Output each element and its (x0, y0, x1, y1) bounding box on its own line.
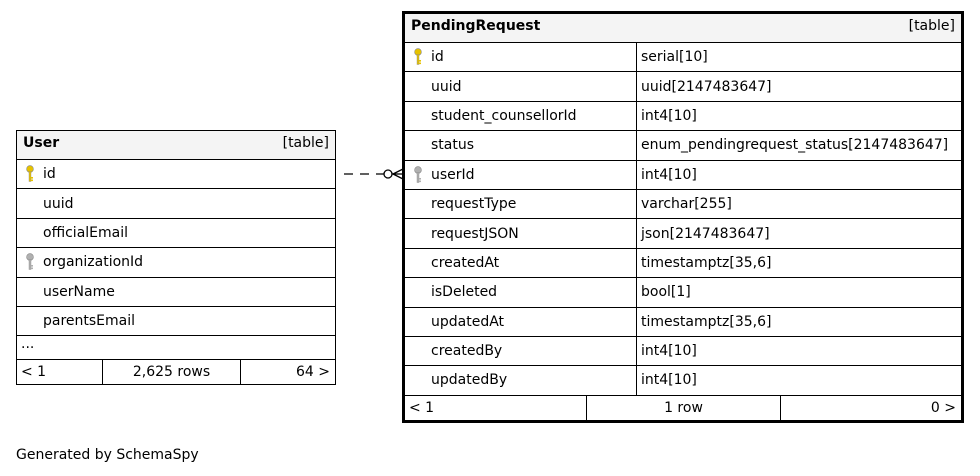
column-type: serial[10] (636, 43, 961, 72)
user-table-more-columns: ... (17, 336, 335, 361)
user-table-kind: [table] (282, 135, 329, 151)
column-name: organizationId (43, 254, 144, 271)
user-table-header: User [table] (17, 131, 335, 160)
column-type: int4[10] (636, 160, 961, 189)
column-type: bool[1] (636, 278, 961, 307)
column-row[interactable]: parentsEmail (17, 307, 335, 337)
user-footer-prev[interactable]: < 1 (17, 360, 103, 385)
column-name: requestJSON (431, 225, 519, 242)
column-row[interactable]: uuid (17, 189, 335, 219)
column-row[interactable]: createdAt timestamptz[35,6] (405, 248, 961, 279)
user-footer-next[interactable]: 64 > (296, 364, 330, 381)
column-name: userName (43, 283, 115, 300)
pending-footer-prev[interactable]: < 1 (405, 395, 587, 420)
column-name: student_counsellorId (431, 107, 577, 124)
column-name: userId (431, 166, 475, 183)
pendingrequest-table-kind: [table] (908, 18, 955, 34)
column-row[interactable]: userName (17, 278, 335, 307)
column-row[interactable]: createdBy int4[10] (405, 336, 961, 367)
column-type: enum_pendingrequest_status[2147483647] (636, 131, 961, 160)
column-row[interactable]: userId int4[10] (405, 160, 961, 190)
primary-key-icon (405, 48, 431, 66)
pendingrequest-table-header: PendingRequest [table] (405, 14, 961, 43)
column-type: int4[10] (636, 336, 961, 366)
column-row[interactable]: id (17, 160, 335, 190)
column-name: id (43, 166, 56, 183)
column-name: requestType (431, 196, 517, 213)
relationship-zero-marker (383, 169, 393, 179)
column-name: updatedBy (431, 372, 508, 389)
user-footer-rows: 2,625 rows (103, 360, 241, 385)
column-row[interactable]: updatedBy int4[10] (405, 366, 961, 396)
column-name: status (431, 137, 475, 154)
column-type: int4[10] (636, 366, 961, 395)
column-type: varchar[255] (636, 189, 961, 219)
column-type: timestamptz[35,6] (636, 248, 961, 278)
column-type: timestamptz[35,6] (636, 307, 961, 336)
column-row[interactable]: requestType varchar[255] (405, 189, 961, 220)
column-row[interactable]: updatedAt timestamptz[35,6] (405, 307, 961, 337)
column-name: id (431, 49, 444, 66)
column-name: isDeleted (431, 284, 498, 301)
generator-credit: Generated by SchemaSpy (16, 447, 199, 463)
column-name: uuid (431, 78, 462, 95)
column-name: officialEmail (43, 224, 128, 241)
column-type: json[2147483647] (636, 219, 961, 248)
primary-key-icon (17, 165, 43, 183)
column-name: uuid (43, 195, 74, 212)
user-table-footer: < 1 2,625 rows 64 > (17, 360, 335, 385)
pending-footer-rows: 1 row (587, 395, 781, 420)
foreign-key-icon (17, 253, 43, 271)
pending-footer-next[interactable]: 0 > (930, 399, 956, 416)
column-row[interactable]: organizationId (17, 248, 335, 278)
column-row[interactable]: id serial[10] (405, 43, 961, 73)
column-name: createdAt (431, 254, 500, 271)
column-row[interactable]: isDeleted bool[1] (405, 278, 961, 308)
pendingrequest-table-footer: < 1 1 row 0 > (405, 395, 961, 420)
column-name: updatedAt (431, 313, 505, 330)
column-row[interactable]: uuid uuid[2147483647] (405, 72, 961, 102)
column-name: parentsEmail (43, 313, 136, 330)
relationship-crowfoot-lower (392, 173, 404, 180)
user-table[interactable]: User [table] id uuid officialEmail organiza… (16, 130, 336, 386)
column-type: uuid[2147483647] (636, 72, 961, 101)
column-type: int4[10] (636, 101, 961, 131)
column-name: createdBy (431, 343, 503, 360)
column-row[interactable]: requestJSON json[2147483647] (405, 219, 961, 249)
foreign-key-icon (405, 166, 431, 184)
user-table-name: User (23, 135, 60, 151)
column-row[interactable]: status enum_pendingrequest_status[2147483… (405, 131, 961, 161)
column-row[interactable]: officialEmail (17, 219, 335, 249)
column-row[interactable]: student_counsellorId int4[10] (405, 101, 961, 132)
pendingrequest-table-name: PendingRequest (411, 18, 541, 34)
relationship-crowfoot-upper (392, 168, 404, 175)
